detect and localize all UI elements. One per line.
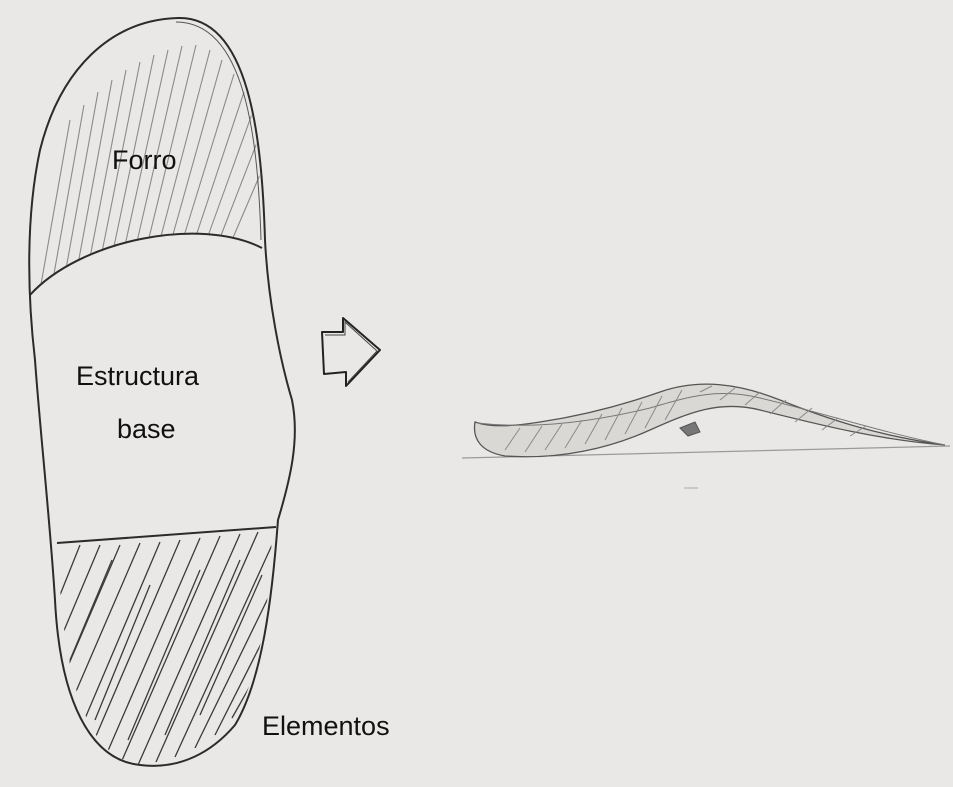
label-forro: Forro [112,147,177,174]
label-estructura: Estructura [76,363,199,390]
arrow-right-icon [322,318,380,386]
divider-upper [30,234,262,295]
label-base: base [117,416,176,443]
insole-side-profile [462,384,950,488]
divider-lower [57,527,276,543]
label-elementos: Elementos [262,713,390,740]
elementos-hatching [58,532,272,765]
insole-outline [29,18,295,766]
